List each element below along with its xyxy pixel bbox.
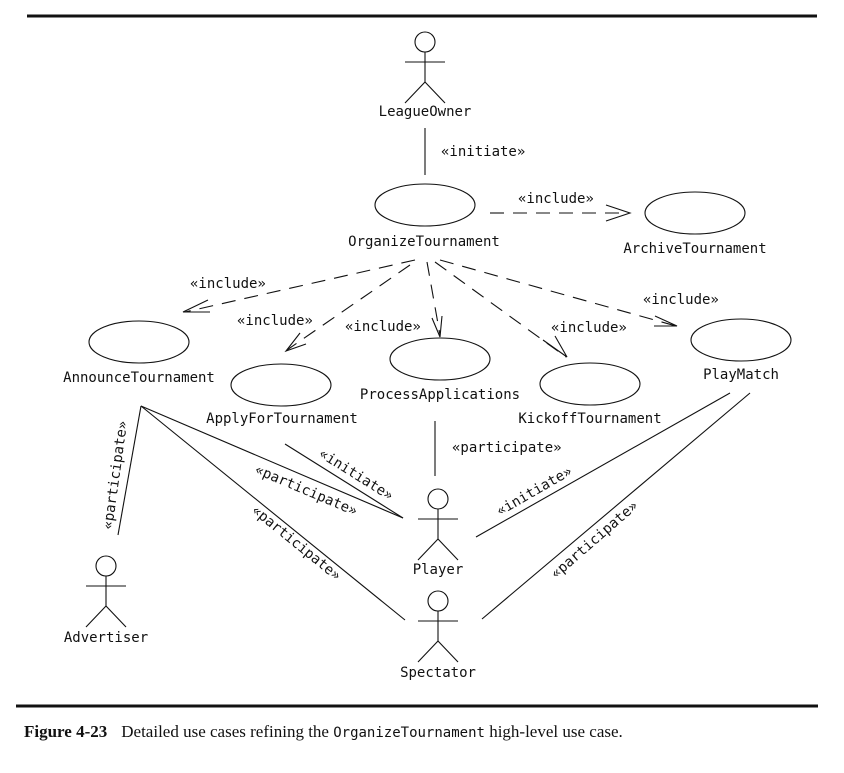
association-line [140, 405, 404, 519]
use-case-kickoff-tournament[interactable]: KickoffTournament [518, 362, 662, 427]
stereotype-label: «include» [551, 320, 627, 336]
actor-spectator[interactable]: Spectator [400, 590, 476, 681]
use-case-ellipse [644, 191, 746, 235]
stereotype-label: «participate» [100, 420, 131, 531]
figure-number: Figure 4-23 [24, 722, 108, 741]
stereotype-label: «initiate» [441, 144, 525, 160]
use-case-announce-tournament[interactable]: AnnounceTournament [63, 320, 215, 386]
actor-label: Spectator [400, 665, 476, 681]
association-line [284, 443, 404, 519]
stereotype-label: «participate» [248, 503, 343, 584]
use-case-archive-tournament[interactable]: ArchiveTournament [623, 191, 767, 257]
open-arrowhead-icon [542, 335, 568, 358]
figure-caption: Figure 4-23 Detailed use cases refining t… [24, 722, 623, 742]
use-case-label: ApplyForTournament [206, 411, 358, 427]
stereotype-label: «include» [345, 319, 421, 335]
stereotype-label: «participate» [452, 440, 562, 456]
caption-text-before: Detailed use cases refining the [121, 722, 334, 741]
use-case-label: ProcessApplications [360, 387, 520, 403]
stick-figure-icon [417, 488, 459, 561]
actor-league-owner[interactable]: LeagueOwner [379, 31, 472, 120]
association-line [475, 392, 731, 538]
stereotype-label: «include» [518, 191, 594, 207]
include-dependency [286, 264, 411, 351]
use-case-apply-for-tournament[interactable]: ApplyForTournament [206, 363, 358, 427]
use-case-label: ArchiveTournament [623, 241, 766, 257]
open-arrowhead-icon [431, 315, 443, 338]
use-case-ellipse [539, 362, 641, 406]
use-case-label: OrganizeTournament [348, 234, 500, 250]
stereotype-label: «initiate» [494, 463, 575, 519]
include-dependency [184, 259, 416, 313]
association-line [117, 405, 142, 536]
use-case-ellipse [389, 337, 491, 381]
use-case-label: PlayMatch [703, 367, 779, 383]
association-line [140, 405, 406, 621]
stick-figure-icon [417, 590, 459, 663]
actor-label: Player [413, 562, 464, 578]
use-case-ellipse [230, 363, 332, 407]
use-case-ellipse [88, 320, 190, 364]
open-arrowhead-icon [284, 332, 307, 353]
open-arrowhead-icon [654, 315, 678, 327]
stereotype-label: «include» [190, 276, 266, 292]
use-case-play-match[interactable]: PlayMatch [690, 318, 792, 383]
association-line [481, 392, 751, 620]
stereotype-label: «include» [237, 313, 313, 329]
use-case-process-applications[interactable]: ProcessApplications [360, 337, 520, 403]
use-case-label: KickoffTournament [518, 411, 661, 427]
stick-figure-icon [85, 555, 127, 628]
caption-text-after: high-level use case. [484, 722, 623, 741]
use-case-ellipse [374, 183, 476, 227]
stick-figure-icon [404, 31, 446, 104]
open-arrowhead-icon [182, 299, 210, 313]
include-dependency [439, 259, 677, 327]
actor-label: Advertiser [64, 630, 148, 646]
caption-code: OrganizeTournament [333, 725, 485, 741]
actor-player[interactable]: Player [413, 488, 464, 578]
stereotype-label: «participate» [548, 498, 641, 582]
include-dependency [434, 261, 567, 358]
actor-advertiser[interactable]: Advertiser [64, 555, 148, 646]
open-arrowhead-icon [605, 204, 632, 222]
use-case-ellipse [690, 318, 792, 362]
stereotype-label: «include» [643, 292, 719, 308]
include-dependency [426, 261, 441, 336]
actor-label: LeagueOwner [379, 104, 472, 120]
use-case-label: AnnounceTournament [63, 370, 215, 386]
use-case-organize-tournament[interactable]: OrganizeTournament [348, 183, 500, 250]
